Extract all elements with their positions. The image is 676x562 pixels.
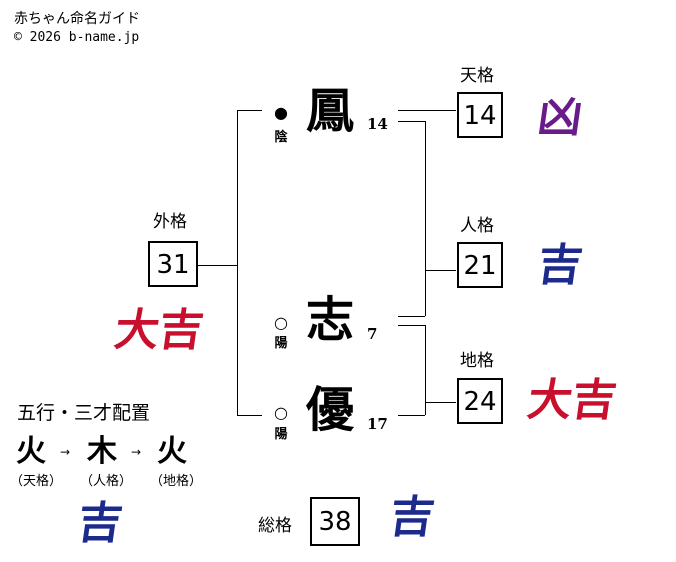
chikaku-bracket: [425, 325, 426, 415]
bracket-line: [237, 415, 262, 416]
chikaku-fortune: 大吉: [524, 375, 620, 426]
name-char: 鳳: [306, 83, 355, 139]
gogyou-element-label: （人格）: [80, 474, 133, 489]
gogyou-element: 火: [157, 434, 187, 469]
bracket-line: [398, 316, 425, 317]
stroke-count: 17: [367, 415, 388, 433]
chikaku-value: 24: [457, 378, 503, 424]
chikaku-connector: [425, 402, 456, 403]
jinkaku-connector: [425, 270, 456, 271]
name-char: 志: [306, 292, 355, 348]
gaikaku-connector: [197, 265, 237, 266]
gogyou-element-label: （天格）: [10, 474, 63, 489]
jinkaku-fortune: 吉: [534, 240, 586, 291]
bracket-line: [237, 110, 262, 111]
yin-marker-icon: ●: [274, 103, 288, 122]
soukaku-value: 38: [310, 497, 360, 546]
tenkaku-fortune: 凶: [534, 92, 586, 143]
bracket-line: [398, 325, 425, 326]
arrow-icon: →: [131, 445, 142, 459]
name-char: 優: [306, 382, 355, 438]
chikaku-label: 地格: [460, 351, 494, 371]
gogyou-title: 五行・三才配置: [17, 402, 151, 424]
bracket-line: [398, 415, 425, 416]
bracket-line: [398, 121, 425, 122]
jinkaku-value: 21: [457, 242, 503, 288]
jinkaku-bracket: [425, 121, 426, 316]
tenkaku-label: 天格: [460, 66, 494, 86]
gogyou-element-label: （地格）: [150, 474, 203, 489]
stroke-count: 14: [367, 115, 388, 133]
soukaku-label: 総格: [258, 516, 292, 536]
yang-marker-icon: ○: [274, 403, 288, 422]
soukaku-fortune: 吉: [386, 492, 438, 543]
arrow-icon: →: [60, 445, 71, 459]
outer-bracket: [237, 110, 238, 415]
gogyou-element: 火: [16, 434, 46, 469]
gogyou-element: 木: [87, 434, 117, 469]
gaikaku-value: 31: [148, 241, 198, 287]
jinkaku-label: 人格: [460, 216, 494, 236]
app-title: 赤ちゃん命名ガイド: [14, 11, 140, 27]
tenkaku-value: 14: [457, 92, 503, 138]
yinyang-label: 陰: [274, 130, 288, 145]
copyright: © 2026 b-name.jp: [14, 30, 140, 45]
yinyang-label: 陽: [274, 427, 288, 442]
gaikaku-fortune: 大吉: [111, 305, 207, 356]
stroke-count: 7: [367, 325, 378, 343]
gaikaku-label: 外格: [153, 212, 187, 232]
gogyou-fortune: 吉: [74, 498, 126, 549]
yang-marker-icon: ○: [274, 313, 288, 332]
yinyang-label: 陽: [274, 336, 288, 351]
tenkaku-connector: [398, 110, 456, 111]
